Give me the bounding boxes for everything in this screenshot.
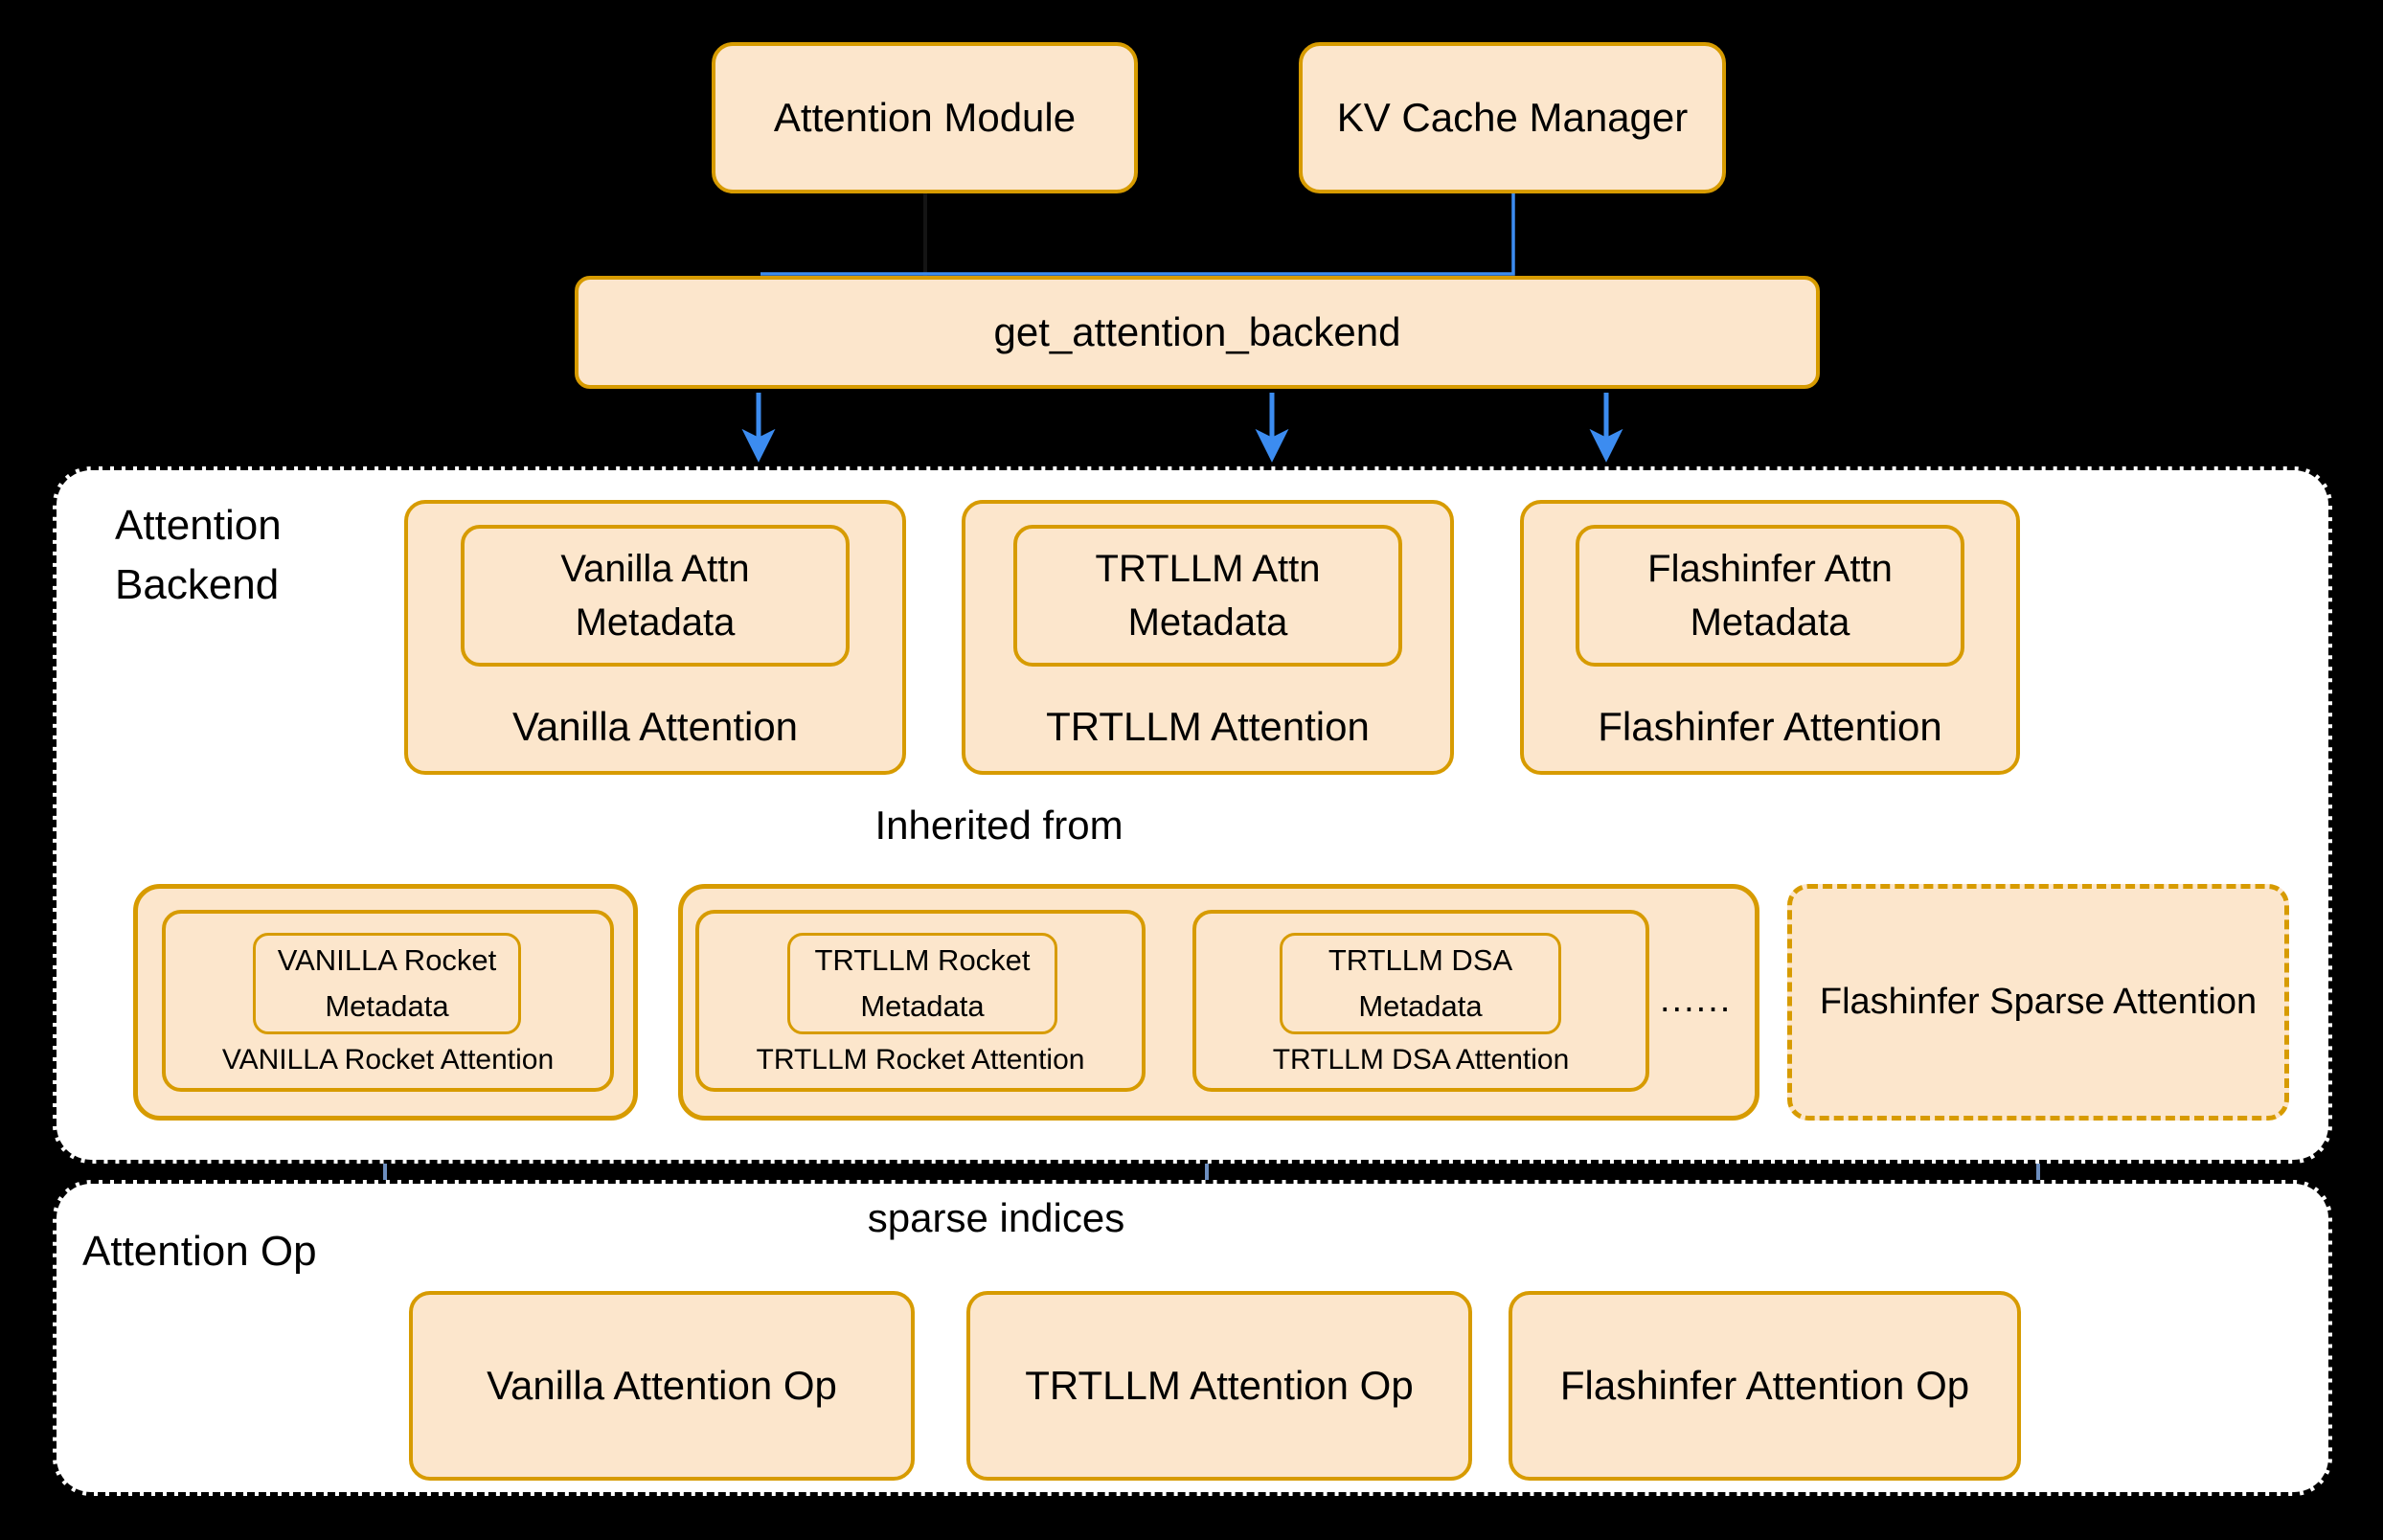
- vanilla-attn-metadata-node: Vanilla Attn Metadata: [461, 525, 850, 667]
- trtllm-dsa-metadata-node: TRTLLM DSA Metadata: [1280, 933, 1561, 1034]
- trtllm-rocket-attention-label: TRTLLM Rocket Attention: [756, 1044, 1085, 1076]
- vanilla-rocket-metadata-line1: VANILLA Rocket: [277, 943, 497, 977]
- trtllm-attention-op-node: TRTLLM Attention Op: [966, 1291, 1472, 1481]
- vanilla-attn-metadata-label: Vanilla Attn Metadata: [560, 548, 750, 644]
- vanilla-attention-node: Vanilla Attn Metadata Vanilla Attention: [404, 500, 906, 775]
- attention-module-node: Attention Module: [712, 42, 1138, 193]
- trtllm-rocket-metadata-node: TRTLLM Rocket Metadata: [787, 933, 1057, 1034]
- get-attention-backend-node: get_attention_backend: [575, 276, 1820, 389]
- inherited-from-label: Inherited from: [874, 803, 1123, 848]
- vanilla-attention-label: Vanilla Attention: [511, 704, 799, 749]
- sparse-indices-label: sparse indices: [867, 1195, 1125, 1240]
- trtllm-attn-metadata-label: TRTLLM Attn Metadata: [1095, 548, 1321, 644]
- get-attention-backend-label: get_attention_backend: [993, 309, 1401, 354]
- flashinfer-attention-node: Flashinfer Attn Metadata Flashinfer Atte…: [1520, 500, 2020, 775]
- edge-kv-cache-manager-to-get-attention-backend: [760, 193, 1515, 276]
- flashinfer-attention-label: Flashinfer Attention: [1598, 704, 1942, 749]
- flashinfer-sparse-attention-node: Flashinfer Sparse Attention: [1787, 884, 2289, 1121]
- vanilla-attention-op-label: Vanilla Attention Op: [487, 1363, 837, 1408]
- trtllm-attention-op-label: TRTLLM Attention Op: [1025, 1363, 1414, 1408]
- flashinfer-sparse-attention-label: Flashinfer Sparse Attention: [1819, 982, 2258, 1022]
- trtllm-dsa-metadata-line2: Metadata: [1358, 989, 1483, 1023]
- trtllm-derived-group: TRTLLM Rocket Metadata TRTLLM Rocket Att…: [678, 884, 1759, 1121]
- trtllm-rocket-metadata-line1: TRTLLM Rocket: [814, 943, 1031, 977]
- kv-cache-manager-node: KV Cache Manager: [1299, 42, 1726, 193]
- flashinfer-attn-metadata-label: Flashinfer Attn Metadata: [1647, 548, 1893, 644]
- trtllm-attention-node: TRTLLM Attn Metadata TRTLLM Attention: [962, 500, 1454, 775]
- vanilla-attention-op-node: Vanilla Attention Op: [409, 1291, 915, 1481]
- trtllm-attention-label: TRTLLM Attention: [1046, 704, 1370, 749]
- vanilla-rocket-attention-node: VANILLA Rocket Metadata VANILLA Rocket A…: [162, 910, 614, 1092]
- flashinfer-attention-op-label: Flashinfer Attention Op: [1559, 1363, 1970, 1408]
- trtllm-rocket-metadata-line2: Metadata: [860, 989, 985, 1023]
- vanilla-rocket-metadata-line2: Metadata: [325, 989, 449, 1023]
- attention-op-section-label: Attention Op: [82, 1228, 317, 1275]
- trtllm-rocket-attention-node: TRTLLM Rocket Metadata TRTLLM Rocket Att…: [695, 910, 1146, 1092]
- flashinfer-attention-op-node: Flashinfer Attention Op: [1509, 1291, 2021, 1481]
- vanilla-rocket-group: VANILLA Rocket Metadata VANILLA Rocket A…: [133, 884, 638, 1121]
- more-backends-ellipsis: ......: [1660, 980, 1733, 1020]
- vanilla-rocket-metadata-node: VANILLA Rocket Metadata: [253, 933, 521, 1034]
- trtllm-dsa-attention-node: TRTLLM DSA Metadata TRTLLM DSA Attention: [1192, 910, 1649, 1092]
- trtllm-dsa-metadata-line1: TRTLLM DSA: [1328, 943, 1513, 977]
- flashinfer-attn-metadata-node: Flashinfer Attn Metadata: [1576, 525, 1964, 667]
- vanilla-rocket-attention-label: VANILLA Rocket Attention: [221, 1044, 555, 1076]
- kv-cache-manager-label: KV Cache Manager: [1336, 95, 1689, 140]
- trtllm-attn-metadata-node: TRTLLM Attn Metadata: [1013, 525, 1402, 667]
- attention-backend-section-label: Attention Backend: [115, 502, 282, 609]
- attention-module-label: Attention Module: [773, 95, 1077, 140]
- trtllm-dsa-attention-label: TRTLLM DSA Attention: [1272, 1044, 1570, 1076]
